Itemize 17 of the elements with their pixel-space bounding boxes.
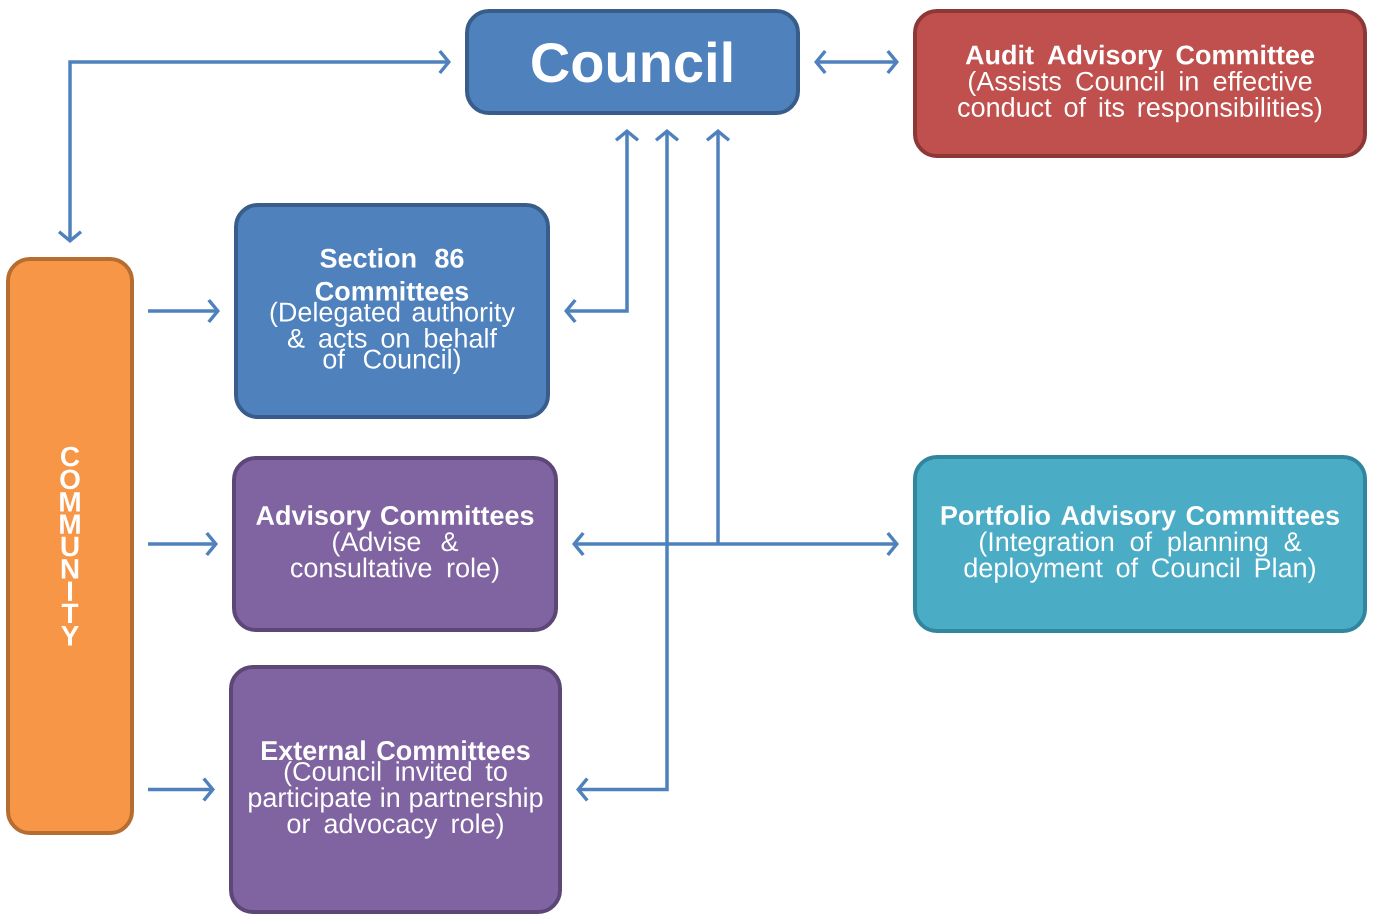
arrow bbox=[576, 129, 680, 802]
arrow bbox=[148, 531, 218, 557]
arrow bbox=[148, 298, 220, 324]
arrow bbox=[148, 777, 215, 802]
arrow bbox=[564, 129, 640, 324]
committee-box: External Committees (Council invited to participate in partnership or advocacy role) bbox=[229, 665, 562, 914]
arrow bbox=[572, 531, 718, 557]
community-bar: COMMUNITY bbox=[6, 257, 134, 835]
committee-box: Portfolio Advisory Committees (Integration of planning & deployment of Council Plan) bbox=[913, 455, 1367, 633]
arrow bbox=[705, 129, 731, 544]
committee-box: Audit Advisory Committee (Assists Council in effective conduct of its responsibilities) bbox=[913, 9, 1367, 158]
arrow bbox=[718, 531, 899, 557]
committee-box: Advisory Committees (Advise & consultative role) bbox=[232, 456, 558, 632]
arrow bbox=[57, 49, 451, 243]
arrow bbox=[814, 49, 899, 75]
title-box: Council bbox=[465, 9, 800, 115]
committee-box: Section 86 Committees (Delegated authority & acts on behalf of Council) bbox=[234, 203, 550, 419]
